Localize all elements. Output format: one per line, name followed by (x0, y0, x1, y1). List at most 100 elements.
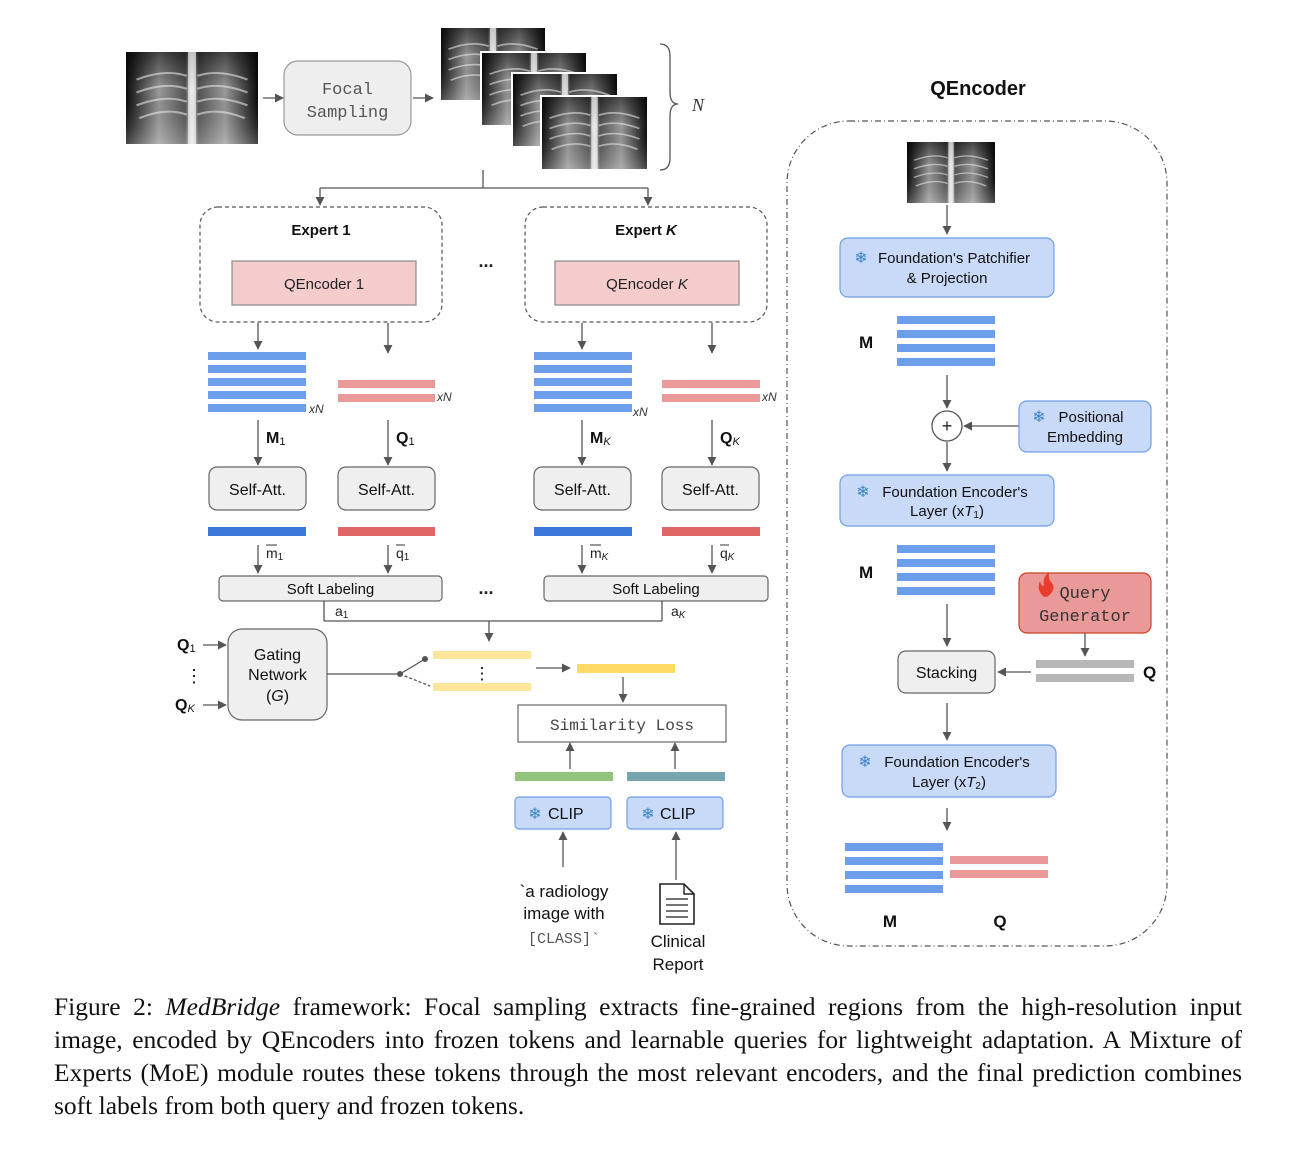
expert-k-panel: Expert K QEncoder K (524, 206, 768, 323)
self-att-qk: Self-Att. (661, 466, 760, 511)
svg-text:q1: q1 (396, 545, 410, 563)
qenc-m-tokens-1 (897, 316, 995, 366)
expert-k-m-tokens (534, 352, 632, 412)
svg-text:CLIP: CLIP (548, 806, 584, 823)
output-q-label: Q (993, 912, 1006, 931)
mk-label: MK (590, 430, 611, 448)
qk-label: QK (720, 430, 740, 448)
expert-k-title: Expert K (615, 222, 678, 239)
switch-icon (327, 656, 431, 687)
svg-text:Network: Network (248, 667, 308, 684)
final-token (577, 664, 675, 673)
svg-text:Self-Att.: Self-Att. (358, 482, 415, 499)
caption-name: MedBridge (165, 992, 281, 1021)
self-att-m1: Self-Att. (208, 466, 307, 511)
document-icon (659, 883, 695, 925)
snowflake-icon: ❄ (858, 754, 871, 771)
qencoder-k-box (554, 260, 740, 306)
svg-text:Self-Att.: Self-Att. (682, 482, 739, 499)
pooled-mk-token (534, 527, 632, 536)
expert-1-title: Expert 1 (291, 222, 350, 239)
input-xray-image (124, 50, 260, 146)
gating-input-qk: QK (175, 697, 195, 715)
expert-k-q-tokens (662, 380, 760, 402)
svg-text:qK: qK (720, 545, 736, 563)
query-generator-box: Query Generator (1018, 572, 1152, 634)
xn-label-mk: xN (632, 405, 648, 419)
svg-text:& Projection: & Projection (907, 270, 988, 287)
svg-text:Gating: Gating (254, 647, 301, 664)
svg-text:Foundation Encoder's: Foundation Encoder's (884, 754, 1029, 771)
a1-label: a1 (335, 603, 349, 621)
svg-text:`a radiology: `a radiology (520, 882, 609, 901)
qenc-m-tokens-2 (897, 545, 995, 595)
stacking-box: Stacking (897, 650, 996, 694)
caption-text: framework: Focal sampling extracts fine-… (54, 992, 1242, 1120)
focal-sampling-label-1: Focal (322, 81, 373, 100)
selected-tokens: ⋮ (433, 651, 531, 691)
svg-text:+: + (942, 416, 953, 436)
svg-text:Layer (xT2): Layer (xT2) (912, 774, 986, 792)
svg-text:mK: mK (590, 545, 610, 563)
expert-1-q-tokens (338, 380, 435, 402)
svg-text:Stacking: Stacking (916, 665, 977, 682)
qenc-m-label-2: M (859, 563, 873, 582)
qencoder-k-label: QEncoder K (606, 276, 689, 293)
expert-1-panel: Expert 1 QEncoder 1 (199, 206, 443, 323)
svg-text:Soft Labeling: Soft Labeling (287, 581, 375, 598)
text-embedding-token (515, 772, 613, 781)
svg-text:Foundation's Patchifier: Foundation's Patchifier (878, 250, 1030, 267)
svg-text:Generator: Generator (1039, 608, 1131, 627)
svg-text:Embedding: Embedding (1047, 429, 1123, 446)
xn-label-q1: xN (436, 390, 452, 404)
snowflake-icon: ❄ (854, 250, 867, 267)
svg-text:Report: Report (652, 955, 703, 974)
clip-report-box: ❄ CLIP (626, 796, 724, 830)
report-embedding-token (627, 772, 725, 781)
similarity-loss-box: Similarity Loss (517, 704, 727, 743)
qencoder-1-box (231, 260, 417, 306)
pooled-qk-token (662, 527, 760, 536)
snowflake-icon: ❄ (856, 484, 869, 501)
soft-labeling-ellipsis: ... (478, 578, 493, 598)
snowflake-icon: ❄ (528, 806, 541, 823)
focal-sampling-label-2: Sampling (307, 104, 389, 123)
xn-label-qk: xN (761, 390, 777, 404)
m1-bar-label: m1 (266, 544, 284, 563)
encoder-layer-1-box: ❄ Foundation Encoder's Layer (xT1) (839, 474, 1055, 527)
qenc-q-label: Q (1143, 663, 1156, 682)
svg-text:Self-Att.: Self-Att. (554, 482, 611, 499)
qenc-m-label-1: M (859, 333, 873, 352)
clinical-report-label: Clinical Report (651, 932, 706, 974)
soft-labeling-k: Soft Labeling (543, 575, 769, 602)
n-brace (659, 43, 679, 171)
gating-input-q1: Q1 (177, 637, 196, 655)
positional-embedding-box: ❄ Positional Embedding (1018, 400, 1152, 453)
svg-text:m1: m1 (266, 545, 284, 563)
experts-ellipsis: ... (478, 251, 493, 271)
q1-bar-label: q1 (396, 544, 410, 563)
svg-text:Similarity Loss: Similarity Loss (550, 717, 694, 735)
soft-labeling-1: Soft Labeling (218, 575, 443, 602)
output-m-label: M (883, 912, 897, 931)
qk-bar-label: qK (720, 544, 736, 563)
plus-circle-icon: + (931, 410, 963, 442)
m1-label: M1 (266, 430, 285, 448)
svg-text:Positional: Positional (1058, 409, 1123, 426)
encoder-layer-2-box: ❄ Foundation Encoder's Layer (xT2) (841, 744, 1057, 798)
svg-text:CLIP: CLIP (660, 806, 696, 823)
svg-text:Clinical: Clinical (651, 932, 706, 951)
qencoder-panel (786, 120, 1168, 947)
expert-1-m-tokens (208, 352, 306, 412)
svg-text:Layer (xT1): Layer (xT1) (910, 503, 984, 521)
svg-text:Query: Query (1059, 585, 1110, 604)
text-prompt: `a radiology image with [CLASS]` (520, 882, 609, 948)
gating-network-box: Gating Network (G) (227, 628, 328, 721)
svg-text:[CLASS]`: [CLASS]` (528, 931, 600, 948)
output-m-tokens (845, 843, 943, 893)
self-att-q1: Self-Att. (337, 466, 436, 511)
patchifier-box: ❄ Foundation's Patchifier & Projection (839, 237, 1055, 298)
svg-text:⋮: ⋮ (474, 664, 491, 683)
qencoder-input-xray (906, 141, 996, 204)
medbridge-diagram: Focal Sampling N Expert 1 QEncoder 1 ...… (124, 25, 1168, 974)
